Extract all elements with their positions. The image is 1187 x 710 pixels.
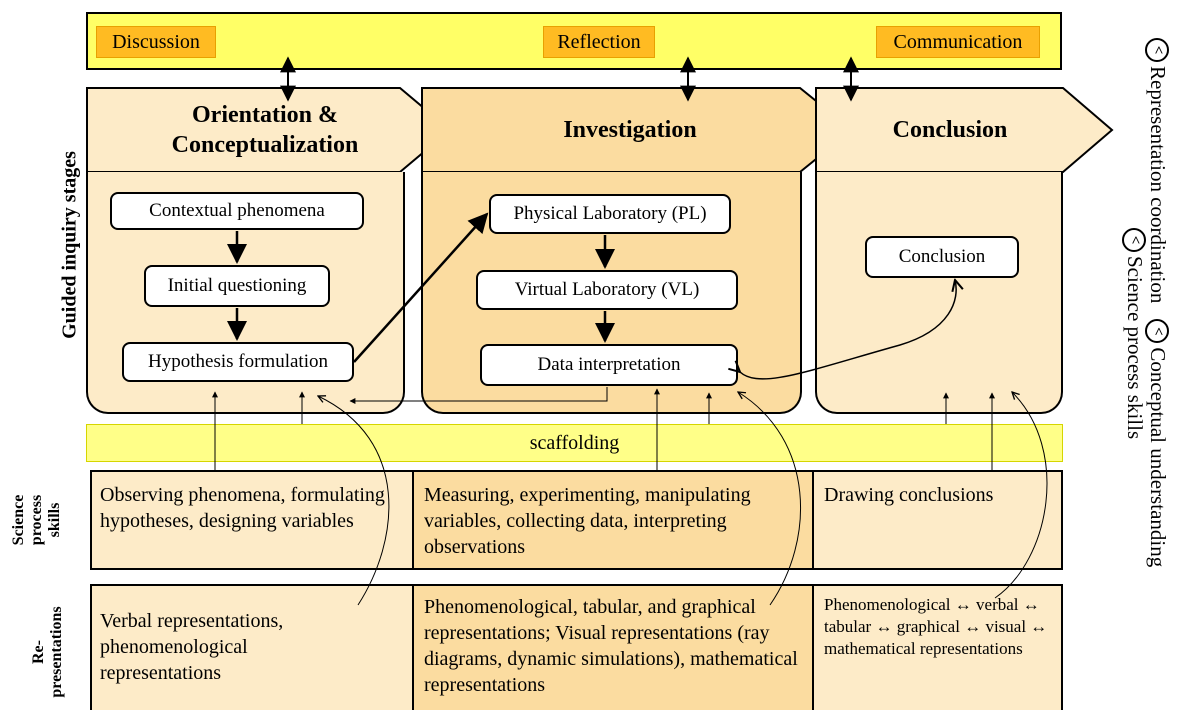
representations-row bbox=[90, 584, 1063, 710]
rep-text-1: Verbal representations, phenomenological… bbox=[100, 610, 284, 684]
stage-title-orientation: Orientation & Conceptualization bbox=[130, 96, 400, 164]
chevron-circle-icon: < bbox=[1122, 228, 1147, 252]
stage-title-line2: Conceptualization bbox=[171, 132, 359, 158]
representations-label: Re- presentations bbox=[30, 606, 66, 697]
science-process-label: Science process skills bbox=[10, 495, 64, 546]
conclusion-panel bbox=[815, 172, 1063, 414]
guided-inquiry-label: Guided inquiry stages bbox=[58, 151, 81, 339]
rep-label-line1: Re- bbox=[30, 640, 47, 664]
rep-cell-2-bg bbox=[412, 586, 814, 710]
rep-label-line2: presentations bbox=[48, 606, 65, 698]
sps-label-line3: skills bbox=[46, 502, 63, 538]
communication-tag: Communication bbox=[876, 26, 1040, 58]
sps-text-2: Measuring, experimenting, manipulating v… bbox=[424, 484, 751, 558]
legend-text: Representation coordination bbox=[1146, 66, 1170, 304]
legend-text: Science process skills bbox=[1123, 256, 1147, 440]
stage-title-line1: Orientation & bbox=[192, 102, 338, 128]
stage-title-conclusion: Conclusion bbox=[892, 117, 1008, 143]
sps-text-3: Drawing conclusions bbox=[824, 484, 994, 506]
legend-representation-coordination: < Representation coordination < Conceptu… bbox=[1145, 38, 1170, 567]
stage-title-investigation: Investigation bbox=[563, 117, 697, 143]
reflection-tag: Reflection bbox=[543, 26, 655, 58]
discussion-tag: Discussion bbox=[96, 26, 216, 58]
scaffolding-bar: scaffolding bbox=[86, 424, 1063, 462]
physical-laboratory-box: Physical Laboratory (PL) bbox=[489, 194, 731, 234]
stage-arrow-conclusion bbox=[815, 87, 1114, 173]
rep-text-2: Phenomenological, tabular, and graphical… bbox=[424, 596, 798, 696]
hypothesis-formulation-box: Hypothesis formulation bbox=[122, 342, 354, 382]
legend-science-process-skills: < Science process skills bbox=[1122, 228, 1147, 439]
chevron-circle-icon: < bbox=[1145, 38, 1170, 62]
science-process-row bbox=[90, 470, 1063, 570]
data-interpretation-box: Data interpretation bbox=[480, 344, 738, 386]
initial-questioning-box: Initial questioning bbox=[144, 265, 330, 307]
virtual-laboratory-box: Virtual Laboratory (VL) bbox=[476, 270, 738, 310]
conclusion-box: Conclusion bbox=[865, 236, 1019, 278]
sps-text-1: Observing phenomena, formulating hypothe… bbox=[100, 484, 385, 532]
contextual-phenomena-box: Contextual phenomena bbox=[110, 192, 364, 230]
rep-cell-1-bg bbox=[92, 586, 412, 710]
rep-text-3: Phenomenological ↔ verbal ↔ tabular ↔ gr… bbox=[824, 595, 1048, 658]
rep-cell-3-bg bbox=[814, 586, 1061, 710]
sps-label-line1: Science bbox=[10, 494, 27, 546]
sps-label-line2: process bbox=[28, 494, 45, 546]
legend-text: Conceptual understanding bbox=[1146, 347, 1170, 568]
chevron-circle-icon: < bbox=[1145, 319, 1170, 344]
